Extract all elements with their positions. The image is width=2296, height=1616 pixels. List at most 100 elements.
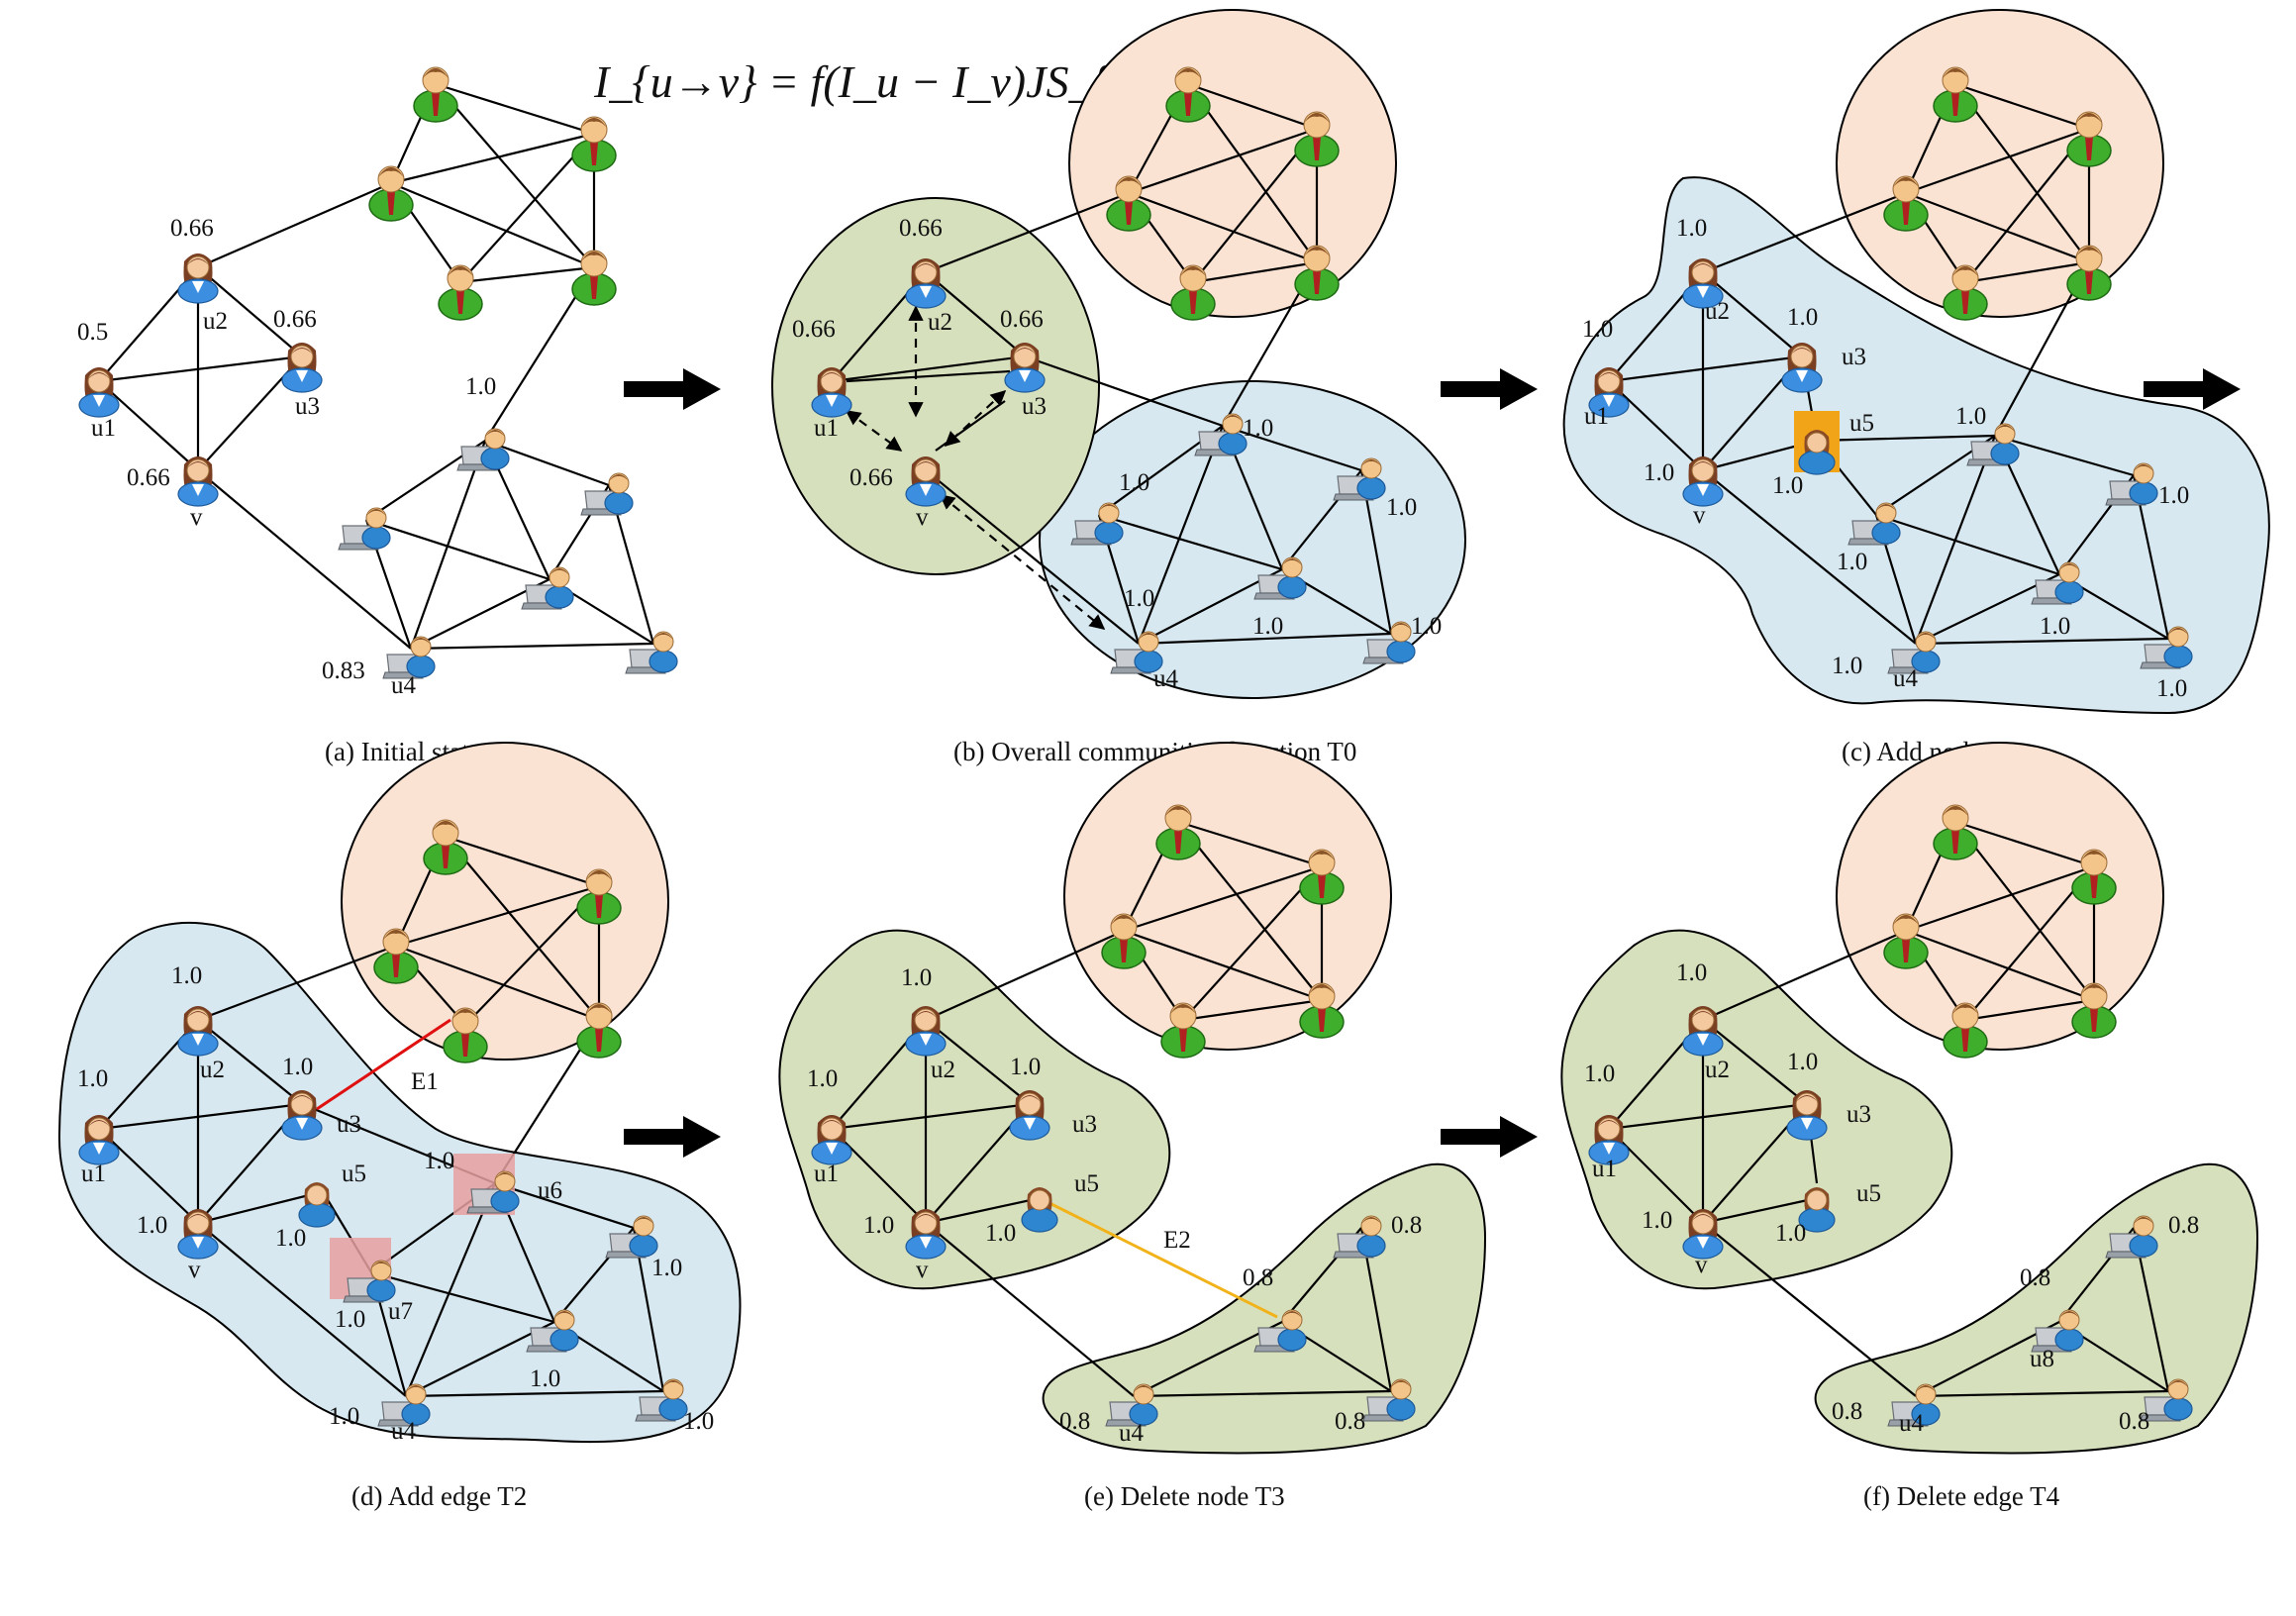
right-arrow-icon — [1441, 368, 1538, 410]
node-label: u2 — [931, 1057, 955, 1083]
node-label: 1.0 — [171, 962, 202, 989]
panel-f: 1.0 u2 1.0 1.0 u3 u1 u5 1.0 1.0 v 0.8 0.… — [1560, 742, 2259, 1511]
node-label: u8 — [2030, 1346, 2054, 1372]
node-label: 1.0 — [1644, 459, 1674, 486]
node-label: u4 — [1119, 1420, 1145, 1447]
node-label: u4 — [1153, 665, 1179, 692]
node-label: u6 — [538, 1177, 562, 1204]
node-label: 0.8 — [1391, 1212, 1422, 1239]
right-arrow-icon — [2144, 368, 2241, 410]
panel-d-nodes — [78, 819, 688, 1427]
node-label: v — [190, 504, 203, 531]
panel-f-labels: 1.0 u2 1.0 1.0 u3 u1 u5 1.0 1.0 v 0.8 0.… — [1584, 960, 2199, 1437]
node-label: 1.0 — [1119, 469, 1149, 496]
node-label: 1.0 — [275, 1225, 306, 1252]
node-label: u4 — [391, 1418, 417, 1445]
node-label: 1.0 — [282, 1054, 313, 1080]
node-label: 1.0 — [1386, 494, 1417, 521]
node-label: 1.0 — [335, 1306, 365, 1333]
node-label: 0.8 — [1059, 1408, 1090, 1435]
node-label: u4 — [1899, 1410, 1925, 1437]
node-label: 1.0 — [1582, 316, 1613, 343]
edge-label: E2 — [1163, 1227, 1191, 1254]
community-blue — [1562, 176, 2270, 715]
community-orange — [1836, 9, 2164, 318]
community-orange — [341, 742, 669, 1060]
node-label: 1.0 — [77, 1065, 108, 1092]
node-label: 1.0 — [1411, 613, 1442, 640]
node-label: 1.0 — [1676, 960, 1707, 986]
node-label: 1.0 — [863, 1212, 894, 1239]
node-label: 0.8 — [2168, 1212, 2199, 1239]
panel-e-labels: 1.0 u2 1.0 1.0 u3 u1 u5 1.0 1.0 v 0.8 0.… — [807, 964, 1422, 1447]
node-label: u1 — [1592, 1156, 1617, 1182]
panel-b: 0.66 u2 0.66 0.66 u3 u1 0.66 v 1.0 1.0 1… — [771, 9, 1466, 766]
deleted-edge-e2 — [1048, 1201, 1278, 1319]
node-label: u1 — [814, 1161, 839, 1187]
node-label: u5 — [1849, 410, 1874, 437]
added-edge-e1 — [316, 1018, 451, 1111]
node-label: 1.0 — [1955, 403, 1986, 430]
node-label: 1.0 — [2040, 613, 2070, 640]
right-arrow-icon — [624, 1116, 721, 1158]
node-label: u2 — [1705, 1057, 1730, 1083]
node-label: 0.66 — [273, 306, 317, 333]
node-label: v — [188, 1257, 201, 1283]
node-label: 1.0 — [807, 1065, 838, 1092]
node-label: 0.66 — [127, 464, 170, 491]
node-label: u5 — [342, 1161, 366, 1187]
node-label: 1.0 — [1010, 1054, 1041, 1080]
node-label: 1.0 — [530, 1365, 560, 1392]
node-label: 1.0 — [137, 1212, 167, 1239]
node-label: u2 — [1705, 298, 1730, 325]
panel-a: 0.66 u2 0.5 0.66 u3 u1 0.66 v 1.0 0.83 u… — [77, 66, 678, 766]
node-label: 0.8 — [2119, 1408, 2149, 1435]
node-label: u4 — [1893, 665, 1919, 692]
node-label: v — [1693, 502, 1706, 529]
community-orange — [1068, 9, 1397, 318]
node-label: v — [916, 1257, 929, 1283]
panel-e-edges — [831, 820, 1393, 1398]
panel-a-labels: 0.66 u2 0.5 0.66 u3 u1 0.66 v 1.0 0.83 u… — [77, 215, 496, 699]
panel-d: 1.0 u2 1.0 1.0 u3 u1 u5 1.0 u6 1.0 1.0 v… — [57, 742, 742, 1511]
panel-a-edges — [98, 82, 655, 651]
node-label: 0.66 — [899, 215, 943, 242]
node-label: u5 — [1856, 1180, 1881, 1207]
node-label: v — [916, 504, 929, 531]
node-label: u5 — [1074, 1170, 1099, 1197]
node-label: v — [1695, 1252, 1708, 1278]
panel-f-caption: (f) Delete edge T4 — [1863, 1481, 2060, 1511]
node-label: 1.0 — [1243, 415, 1273, 442]
node-label: 1.0 — [1775, 1220, 1806, 1247]
node-label: u1 — [814, 415, 839, 442]
community-orange — [1836, 742, 2164, 1051]
node-label: u3 — [295, 393, 320, 420]
panel-d-labels: 1.0 u2 1.0 1.0 u3 u1 u5 1.0 u6 1.0 1.0 v… — [77, 962, 714, 1445]
node-label: u3 — [1022, 393, 1047, 420]
node-label: u1 — [91, 415, 116, 442]
panel-e: 1.0 u2 1.0 1.0 u3 u1 u5 1.0 1.0 v 0.8 0.… — [778, 742, 1487, 1511]
panel-c-nodes — [1588, 66, 2193, 674]
node-label: u3 — [337, 1111, 361, 1138]
node-label: 1.0 — [1787, 1049, 1818, 1075]
right-arrow-icon — [1441, 1116, 1538, 1158]
panel-f-edges — [1608, 820, 2170, 1398]
node-label: 0.5 — [77, 319, 108, 346]
node-label: 1.0 — [683, 1408, 714, 1435]
node-label: u3 — [1072, 1111, 1097, 1138]
node-label: 0.8 — [1243, 1264, 1273, 1291]
node-label: 0.8 — [1832, 1398, 1862, 1425]
node-label: 1.0 — [1787, 304, 1818, 331]
node-label: 1.0 — [1837, 549, 1867, 575]
node-label: 1.0 — [2158, 482, 2189, 509]
panel-c-labels: 1.0 u2 1.0 1.0 u3 u1 u5 1.0 1.0 1.0 v 1.… — [1582, 215, 2189, 702]
node-label: 1.0 — [1642, 1207, 1672, 1234]
node-label: 1.0 — [1676, 215, 1707, 242]
node-label: 1.0 — [1124, 585, 1154, 612]
panel-e-caption: (e) Delete node T3 — [1084, 1481, 1285, 1511]
node-label: u1 — [81, 1161, 106, 1187]
node-label: 1.0 — [651, 1255, 682, 1281]
node-label: u4 — [391, 672, 417, 699]
node-label: 0.8 — [1335, 1408, 1365, 1435]
node-label: 1.0 — [1772, 472, 1803, 499]
